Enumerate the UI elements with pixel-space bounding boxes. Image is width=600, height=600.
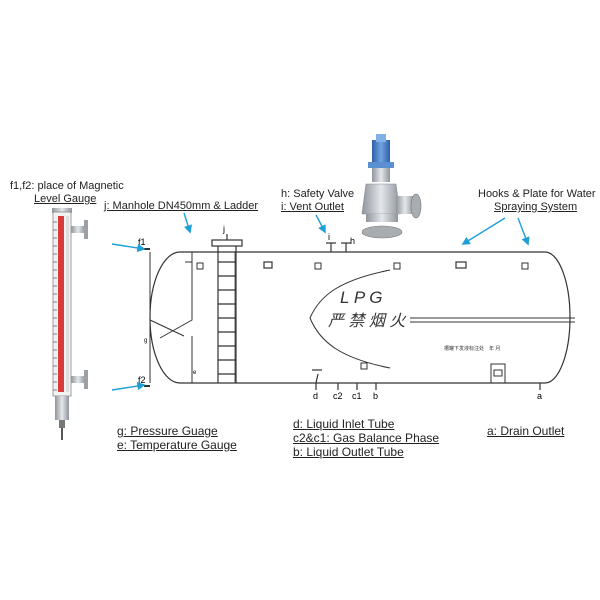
callout-spraying-line2: Spraying System — [494, 201, 578, 213]
tag-h: h — [350, 236, 355, 246]
ladder-rungs — [218, 261, 236, 375]
callout-magnetic-gauge-line1: f1,f2: place of Magnetic — [10, 180, 124, 192]
tag-c2: c2 — [333, 391, 343, 401]
legend-pressure: g: Pressure Guage — [117, 424, 218, 438]
tag-b: b — [373, 391, 378, 401]
tank-plate-text: 槽罐下发液标注处 — [444, 345, 484, 352]
legend-liquid-inlet: d: Liquid Inlet Tube — [293, 417, 395, 431]
gauge-scale-ticks — [53, 221, 57, 391]
tag-a: a — [537, 391, 542, 401]
shell-markers — [196, 262, 529, 370]
tag-d: d — [313, 391, 318, 401]
legend-temperature: e: Temperature Gauge — [117, 438, 237, 452]
right-support — [490, 363, 506, 384]
magnetic-level-gauge-image — [52, 208, 88, 440]
callout-arrows — [111, 212, 530, 391]
tag-g: g — [144, 338, 147, 344]
tank-plate-month: 年 月 — [489, 345, 500, 352]
callout-spraying-line1: Hooks & Plate for Water — [478, 188, 596, 200]
arrow-spray-1 — [461, 217, 506, 245]
callout-manhole: j: Manhole DN450mm & Ladder — [104, 200, 259, 212]
safety-valve-image — [361, 134, 422, 239]
callout-safety-valve: h: Safety Valve — [281, 188, 355, 200]
top-nozzles — [263, 242, 467, 269]
arrow-spray-2 — [517, 217, 530, 246]
arrow-f2 — [111, 381, 146, 391]
tag-i: i — [328, 232, 330, 242]
callout-vent-outlet: i: Vent Outlet — [281, 201, 344, 213]
callout-magnetic-gauge-line2: Level Gauge — [34, 193, 97, 205]
tag-f1: f1 — [138, 237, 146, 247]
tag-f2: f2 — [138, 375, 146, 385]
arrow-manhole — [183, 212, 192, 234]
tank-warning-text: 严 禁 烟 火 — [328, 312, 407, 330]
legend-drain: a: Drain Outlet — [487, 424, 565, 438]
internal-pipe — [410, 317, 575, 323]
tag-c1: c1 — [352, 391, 362, 401]
legend-gas-balance: c2&c1: Gas Balance Phase — [293, 431, 440, 445]
manhole-ladder — [211, 234, 243, 383]
tank-lpg-text: L P G — [340, 288, 383, 307]
arrow-f1 — [111, 243, 146, 253]
bottom-nozzles — [312, 369, 541, 390]
tag-j: j — [222, 224, 225, 234]
arrow-vent — [315, 214, 326, 234]
legend-liquid-outlet: b: Liquid Outlet Tube — [293, 445, 404, 459]
tag-e: e — [193, 370, 197, 376]
